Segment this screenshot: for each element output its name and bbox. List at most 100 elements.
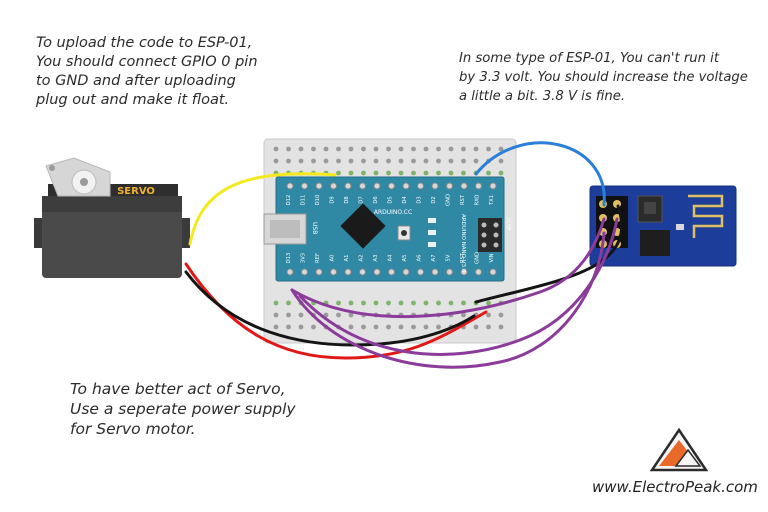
breadboard-hole [336, 300, 341, 306]
breadboard-hole [386, 300, 391, 306]
website-url: www.ElectroPeak.com [592, 478, 758, 496]
breadboard-hole [486, 146, 491, 152]
breadboard-hole [411, 146, 416, 152]
breadboard-hole [473, 146, 479, 152]
breadboard-hole [486, 300, 491, 306]
breadboard-hole [373, 158, 379, 164]
nano-pin [301, 182, 308, 190]
nano-pin-label: A5 [402, 255, 408, 262]
breadboard-hole [373, 146, 379, 152]
nano-pin [489, 268, 497, 276]
nano-pin [344, 268, 352, 276]
nano-pin [373, 268, 381, 276]
nano-pin-label: D10 [315, 195, 321, 206]
nano-pin-label: TX1 [489, 195, 495, 206]
breadboard-hole [361, 300, 366, 306]
breadboard-hole [386, 158, 391, 164]
electropeak-logo [649, 427, 709, 472]
breadboard-hole [411, 170, 416, 176]
breadboard-hole [448, 146, 454, 152]
nano-pin-label: 3V3 [301, 253, 307, 263]
nano-pin-label: D3 [417, 196, 423, 203]
nano-pin [417, 268, 424, 276]
voltage-instruction-note: In some type of ESP-01, You can't run it… [459, 51, 748, 104]
nano-pin [330, 182, 337, 190]
nano-pin [388, 268, 395, 276]
nano-pin-label: A0 [330, 255, 336, 262]
breadboard-hole [348, 324, 354, 330]
nano-pin-label: A4 [388, 254, 394, 262]
breadboard-hole [498, 146, 504, 152]
breadboard-hole [473, 158, 479, 164]
nano-pin [359, 268, 366, 276]
breadboard-hole [498, 312, 504, 318]
breadboard-hole [398, 300, 404, 306]
breadboard-hole [323, 158, 329, 164]
nano-pin-label: D9 [330, 196, 336, 203]
breadboard-hole [311, 146, 316, 152]
nano-pin-label: D2 [431, 196, 437, 203]
breadboard-hole [386, 324, 391, 330]
nano-pin [431, 268, 439, 276]
nano-pin-label: RXO [475, 195, 481, 206]
breadboard-hole [361, 170, 366, 176]
wires [184, 141, 624, 369]
breadboard-hole [373, 170, 379, 176]
breadboard-hole [398, 146, 404, 152]
servo-power-note: To have better act of Servo, Use a seper… [70, 380, 296, 438]
breadboard-hole [436, 158, 441, 164]
nano-pin-label: D13 [286, 253, 292, 264]
nano-pin-label: D4 [402, 196, 408, 204]
breadboard-hole [348, 170, 354, 176]
servo-label: SERVO [117, 186, 155, 197]
nano-pin [359, 182, 366, 190]
nano-pin-label: 5V [446, 254, 452, 261]
breadboard-hole [436, 324, 441, 330]
breadboard-hole [361, 324, 366, 330]
breadboard-hole [336, 170, 341, 176]
breadboard-hole [286, 146, 291, 152]
breadboard-hole [423, 170, 429, 176]
breadboard-hole [398, 324, 404, 330]
breadboard-hole [423, 158, 429, 164]
nano-pin [315, 182, 323, 190]
usb-connector: USB [263, 213, 318, 245]
nano-pin [301, 268, 308, 276]
nano-pin-label: RST [460, 194, 466, 205]
breadboard-hole [423, 146, 429, 152]
breadboard-hole [311, 158, 316, 164]
breadboard-hole [411, 324, 416, 330]
breadboard-hole [286, 300, 291, 306]
blue-wire [474, 141, 606, 207]
breadboard-hole [386, 146, 391, 152]
breadboard-hole [398, 158, 404, 164]
breadboard-hole [286, 324, 291, 330]
breadboard-hole [273, 324, 279, 330]
icsp-label: ICSP [505, 218, 511, 231]
breadboard-hole [273, 158, 279, 164]
nano-pin [286, 182, 294, 190]
breadboard-hole [461, 312, 466, 318]
breadboard-hole [486, 170, 491, 176]
nano-pin [286, 268, 294, 276]
breadboard-hole [323, 312, 329, 318]
breadboard-hole [298, 146, 304, 152]
breadboard-hole [373, 300, 379, 306]
breadboard-hole [348, 300, 354, 306]
breadboard-hole [348, 158, 354, 164]
breadboard-hole [286, 312, 291, 318]
nano-pin [402, 182, 410, 190]
breadboard-hole [311, 324, 316, 330]
breadboard-hole [436, 146, 441, 152]
pcb-antenna [688, 194, 724, 238]
breadboard-hole [486, 324, 491, 330]
purple-wire-c [290, 217, 606, 319]
arduino-model-label: ARDUINO NANO V3.0 [460, 214, 466, 273]
breadboard-hole [461, 146, 466, 152]
purple-wire-b [298, 217, 619, 356]
breadboard-hole [411, 158, 416, 164]
nano-pin [489, 182, 497, 190]
breadboard-hole [273, 300, 279, 306]
breadboard-hole [273, 146, 279, 152]
